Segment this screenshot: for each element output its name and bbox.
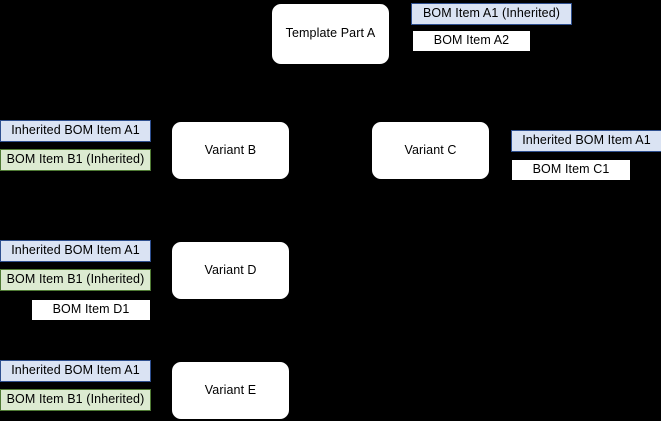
node-template-part-a[interactable]: Template Part A [271, 3, 390, 65]
bom-item-label: BOM Item B1 (Inherited) [6, 392, 145, 407]
node-label: Variant E [204, 382, 257, 397]
bom-item-label: Inherited BOM Item A1 [11, 243, 140, 258]
node-variant-e[interactable]: Variant E [171, 361, 290, 420]
bom-item-a1-inherited[interactable]: BOM Item A1 (Inherited) [411, 3, 572, 25]
node-variant-b[interactable]: Variant B [171, 121, 290, 180]
bom-variant-c-item-c1[interactable]: BOM Item C1 [511, 159, 631, 181]
node-label: Variant D [204, 262, 257, 277]
bom-variant-b-inherited-a1[interactable]: Inherited BOM Item A1 [0, 120, 151, 142]
node-label: Template Part A [285, 26, 376, 41]
bom-item-label: BOM Item B1 (Inherited) [6, 272, 145, 287]
bom-variant-e-inherited-a1[interactable]: Inherited BOM Item A1 [0, 360, 151, 382]
node-variant-d[interactable]: Variant D [171, 241, 290, 300]
bom-item-label: Inherited BOM Item A1 [11, 123, 140, 138]
bom-item-a2[interactable]: BOM Item A2 [412, 30, 531, 52]
bom-item-label: BOM Item A1 (Inherited) [422, 6, 561, 21]
bom-variant-b-item-b1[interactable]: BOM Item B1 (Inherited) [0, 149, 151, 171]
bom-item-label: BOM Item A2 [433, 33, 510, 48]
bom-variant-d-item-d1[interactable]: BOM Item D1 [31, 299, 151, 321]
bom-variant-c-inherited-a1[interactable]: Inherited BOM Item A1 [511, 130, 661, 152]
bom-variant-e-item-b1[interactable]: BOM Item B1 (Inherited) [0, 389, 151, 411]
node-variant-c[interactable]: Variant C [371, 121, 490, 180]
bom-variant-d-item-b1[interactable]: BOM Item B1 (Inherited) [0, 269, 151, 291]
bom-variant-d-inherited-a1[interactable]: Inherited BOM Item A1 [0, 240, 151, 262]
bom-item-label: Inherited BOM Item A1 [522, 133, 651, 148]
bom-item-label: Inherited BOM Item A1 [11, 363, 140, 378]
bom-item-label: BOM Item C1 [532, 162, 610, 177]
node-label: Variant C [404, 142, 457, 157]
bom-item-label: BOM Item B1 (Inherited) [6, 152, 145, 167]
bom-item-label: BOM Item D1 [52, 302, 130, 317]
node-label: Variant B [204, 142, 257, 157]
